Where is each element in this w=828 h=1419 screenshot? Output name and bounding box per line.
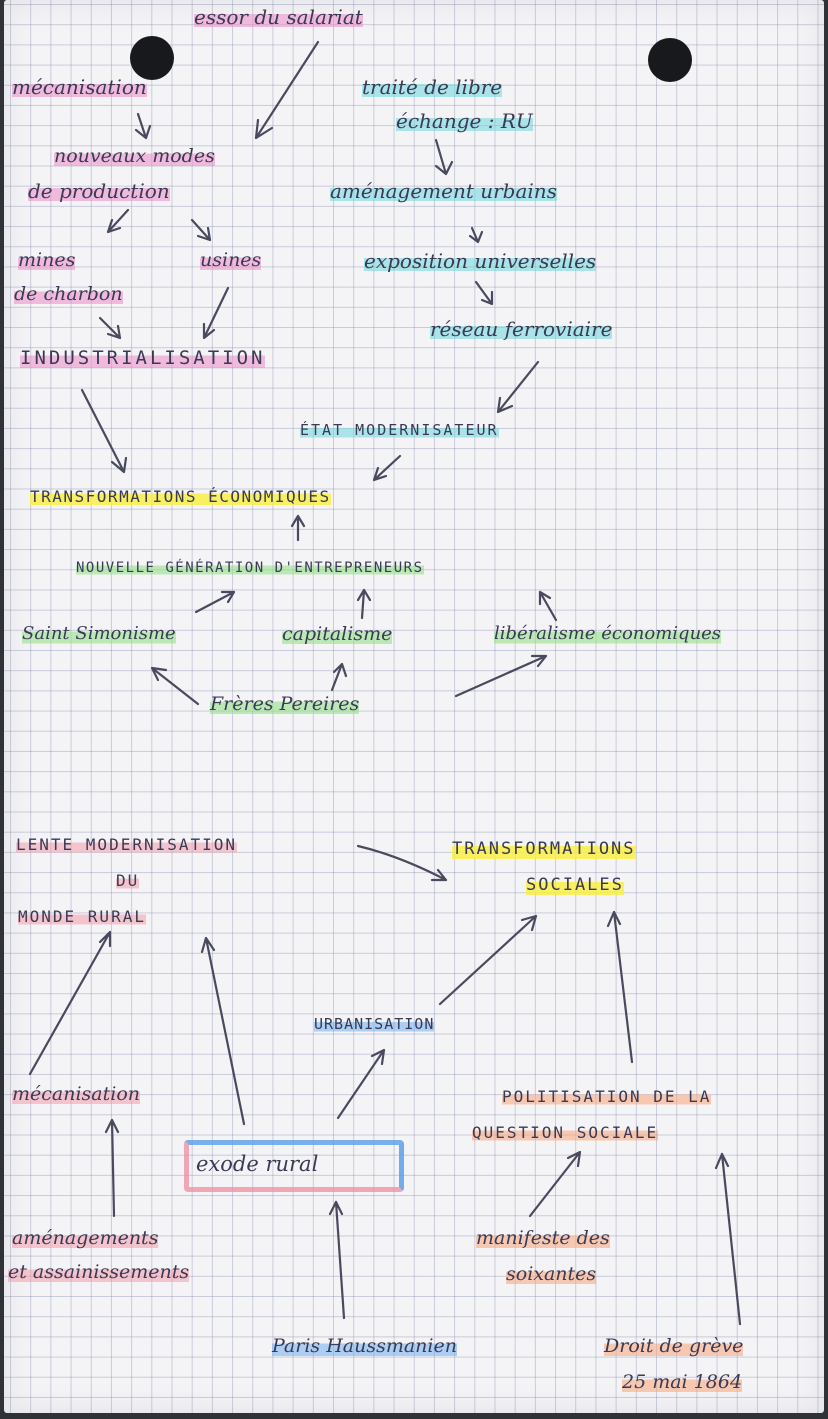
node-reseau-ferroviaire: réseau ferroviaire — [430, 317, 613, 341]
node-nouveaux-modes: nouveaux modes — [54, 145, 215, 168]
node-echange-ru: échange : RU — [396, 109, 533, 133]
node-droit-de-greve: Droit de grève — [604, 1335, 744, 1358]
node-mecanisation-top: mécanisation — [12, 75, 147, 99]
node-amenagements: aménagements — [12, 1227, 159, 1250]
node-question-sociale: QUESTION SOCIALE — [472, 1123, 659, 1143]
node-saint-simonisme: Saint Simonisme — [22, 623, 176, 645]
exode-rural-box — [184, 1140, 404, 1192]
node-monde-rural: MONDE RURAL — [18, 907, 146, 927]
node-assainissements: et assainissements — [8, 1261, 190, 1284]
node-de-charbon: de charbon — [14, 283, 123, 306]
node-exposition-universelles: exposition universelles — [364, 249, 597, 273]
node-exode-rural: exode rural — [196, 1152, 319, 1176]
node-de-production: de production — [28, 179, 170, 203]
node-etat-modernisateur: ÉTAT MODERNISATEUR — [300, 421, 499, 440]
node-industrialisation: INDUSTRIALISATION — [20, 347, 266, 370]
node-soixantes: soixantes — [506, 1263, 597, 1286]
node-capitalisme: capitalisme — [282, 623, 393, 646]
node-transformations-sociales: TRANSFORMATIONS — [452, 839, 636, 860]
node-du: DU — [116, 871, 140, 891]
node-amenagement-urbains: aménagement urbains — [330, 179, 557, 203]
node-politisation: POLITISATION DE LA — [502, 1087, 712, 1107]
node-mines: mines — [18, 249, 76, 272]
punch-hole-right — [648, 38, 692, 82]
node-manifeste: manifeste des — [476, 1227, 610, 1250]
node-transformations-economiques: TRANSFORMATIONS ÉCONOMIQUES — [30, 487, 331, 507]
node-mecanisation-bottom: mécanisation — [12, 1083, 141, 1106]
node-date-1864: 25 mai 1864 — [622, 1371, 743, 1394]
node-urbanisation: URBANISATION — [314, 1015, 435, 1034]
node-liberalisme: libéralisme économiques — [494, 623, 722, 645]
node-sociales: SOCIALES — [526, 875, 624, 896]
node-essor-salariat: essor du salariat — [194, 5, 363, 29]
node-traite-libre: traité de libre — [362, 75, 503, 99]
node-nouvelle-generation: NOUVELLE GÉNÉRATION D'ENTREPRENEURS — [76, 560, 424, 577]
node-freres-pereires: Frères Pereires — [210, 693, 360, 716]
node-paris-haussmanien: Paris Haussmanien — [272, 1335, 457, 1358]
punch-hole-left — [130, 36, 174, 80]
notebook-sheet — [4, 0, 824, 1413]
node-usines: usines — [200, 249, 262, 272]
node-lente-modernisation: LENTE MODERNISATION — [16, 835, 238, 855]
